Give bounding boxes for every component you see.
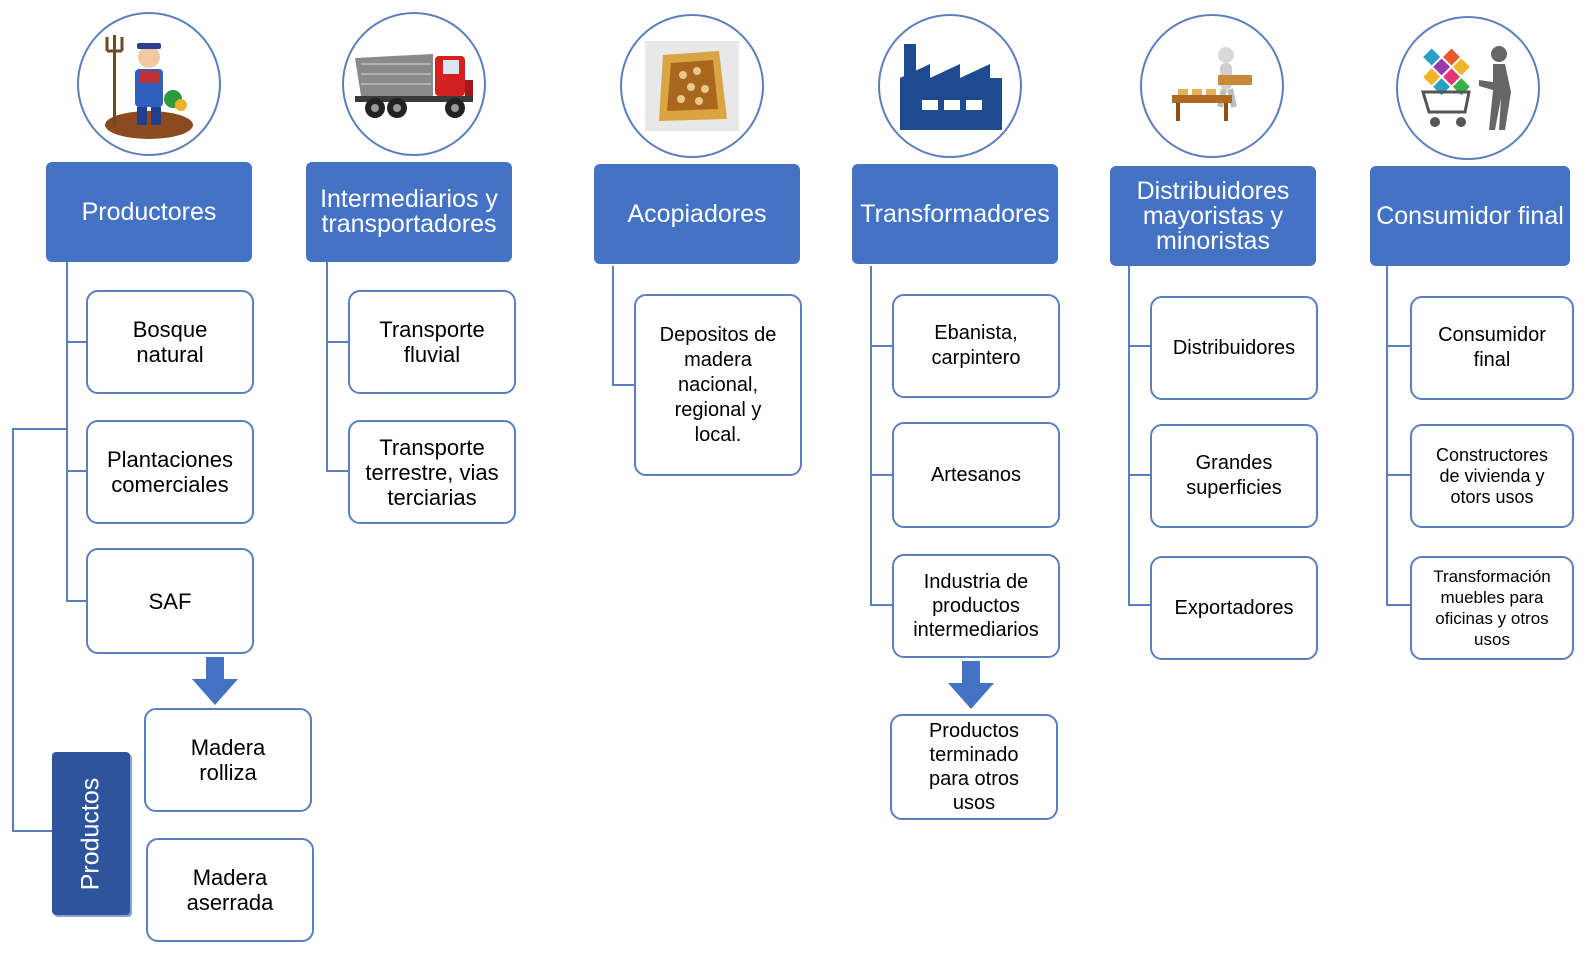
down-arrow-icon (192, 657, 238, 705)
header-productores: Productores (46, 162, 252, 262)
cart-icon-circle (1396, 16, 1540, 160)
productos-label: Productos (52, 752, 130, 915)
farmer-icon-circle (77, 12, 221, 156)
down-arrow-icon (948, 661, 994, 709)
truck-icon-circle (342, 12, 486, 156)
item-exportadores: Exportadores (1150, 556, 1318, 660)
item-distribuidores: Distribuidores (1150, 296, 1318, 400)
item-transformacion-muebles: Transformación muebles para oficinas y o… (1410, 556, 1574, 660)
shopping-cart-icon (1420, 46, 1511, 130)
item-artesanos: Artesanos (892, 422, 1060, 528)
header-consumidor-final: Consumidor final (1370, 166, 1570, 266)
factory-icon-circle (878, 14, 1022, 158)
productos-label-text: Productos (76, 777, 105, 890)
consumidor-connector (1386, 266, 1388, 606)
item-industria-productos: Industria de productos intermediarios (892, 554, 1060, 658)
productores-connector (66, 262, 68, 602)
item-productos-terminado: Productos terminado para otros usos (890, 714, 1058, 820)
item-grandes-superficies: Grandes superficies (1150, 424, 1318, 528)
farmer-icon (105, 35, 193, 139)
acopiadores-connector (612, 266, 614, 386)
item-madera-aserrada: Madera aserrada (146, 838, 314, 942)
item-ebanista-carpintero: Ebanista, carpintero (892, 294, 1060, 398)
header-transformadores: Transformadores (852, 164, 1058, 264)
item-constructores-vivienda: Constructores de vivienda y otors usos (1410, 424, 1574, 528)
header-intermediarios: Intermediarios y transportadores (306, 162, 512, 262)
item-depositos-madera: Depositos de madera nacional, regional y… (634, 294, 802, 476)
wooden-box-icon (645, 41, 739, 131)
intermediarios-connector (326, 262, 328, 472)
item-saf: SAF (86, 548, 254, 654)
item-bosque-natural: Bosque natural (86, 290, 254, 394)
header-distribuidores: Distribuidores mayoristas y minoristas (1110, 166, 1316, 266)
productos-connector (12, 428, 68, 430)
item-consumidor-final: Consumidor final (1410, 296, 1574, 400)
distribuidores-connector (1128, 266, 1130, 606)
item-plantaciones-comerciales: Plantaciones comerciales (86, 420, 254, 524)
box-icon-circle (620, 14, 764, 158)
stall-icon-circle (1140, 14, 1284, 158)
dump-truck-icon (355, 54, 473, 118)
item-transporte-fluvial: Transporte fluvial (348, 290, 516, 394)
item-madera-rolliza: Madera rolliza (144, 708, 312, 812)
transformadores-connector (870, 266, 872, 606)
header-acopiadores: Acopiadores (594, 164, 800, 264)
factory-icon (900, 44, 1002, 130)
market-stall-icon (1172, 47, 1252, 121)
item-transporte-terrestre: Transporte terrestre, vias terciarias (348, 420, 516, 524)
